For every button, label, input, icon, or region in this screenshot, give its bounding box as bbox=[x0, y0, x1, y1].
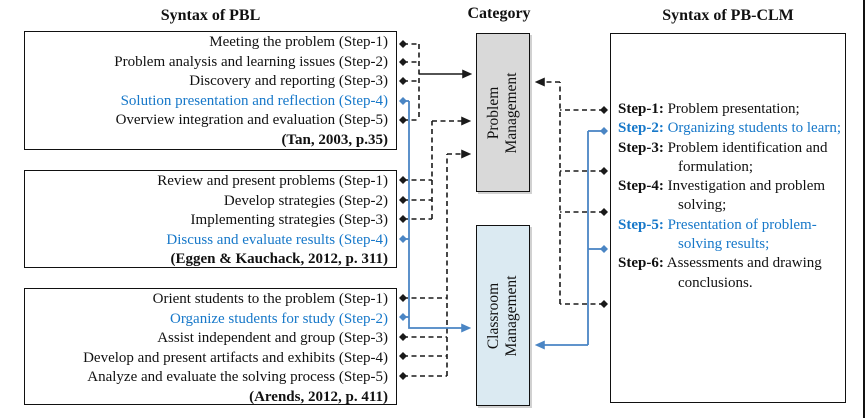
pbclm-step-3: Step-3: Problem identification and formu… bbox=[618, 139, 846, 178]
pbl-eggen-step4-highlight: Discuss and evaluate results (Step-4) bbox=[166, 231, 388, 248]
black-pbclm-to-problem-management bbox=[534, 77, 608, 308]
pbl-arends-step2-highlight: Organize students for study (Step-2) bbox=[169, 310, 388, 327]
pbclm-step-3-label: Step-3: bbox=[618, 139, 664, 156]
pbl-tan-step4-highlight: Solution presentation and reflection (St… bbox=[120, 92, 388, 109]
pbl-arends-step4: Develop and present artifacts and exhibi… bbox=[83, 349, 388, 366]
pbl-tan-step5: Overview integration and evaluation (Ste… bbox=[115, 112, 388, 128]
blue-pbl-to-classroom-management bbox=[399, 97, 472, 333]
header-syntax-of-pbl: Syntax of PBL bbox=[160, 7, 261, 24]
bracket-arends-to-problem-management bbox=[399, 149, 472, 380]
pbclm-step-2-text: Organizing students to learn; bbox=[667, 120, 842, 137]
pbl-eggen-step1: Review and present problems (Step-1) bbox=[157, 173, 388, 189]
pbclm-step-1-text: Problem presentation; bbox=[667, 101, 800, 117]
citation-tan: (Tan, 2003, p.35) bbox=[281, 131, 388, 148]
category-box-classroom-management: Classroom Management bbox=[476, 225, 530, 406]
pbl-box-arends: Orient students to the problem (Step-1) … bbox=[24, 288, 397, 405]
pbclm-step-3-text: Problem identification and formulation; bbox=[667, 139, 828, 175]
category-box-problem-management: Problem Management bbox=[476, 33, 530, 192]
pbl-arends-step5: Analyze and evaluate the solving process… bbox=[87, 369, 388, 385]
pbl-tan-step2: Problem analysis and learning issues (St… bbox=[114, 53, 388, 70]
problem-management-label-line2: Management bbox=[503, 72, 520, 153]
pbclm-steps-list: Step-1: Problem presentation; Step-2: Or… bbox=[618, 100, 846, 293]
pbclm-step-1: Step-1: Problem presentation; bbox=[618, 100, 846, 119]
pbclm-step-5-text: Presentation of problem-solving results; bbox=[667, 216, 817, 253]
pbclm-step-5-highlight: Step-5: Presentation of problem-solving … bbox=[618, 216, 846, 255]
pbclm-step-4: Step-4: Investigation and problem solvin… bbox=[618, 177, 846, 216]
pbl-eggen-step3: Implementing strategies (Step-3) bbox=[190, 212, 388, 228]
header-syntax-of-pbclm: Syntax of PB-CLM bbox=[662, 7, 794, 24]
pbclm-box bbox=[610, 33, 846, 403]
pbclm-step-1-label: Step-1: bbox=[618, 101, 664, 117]
pbclm-step-4-text: Investigation and problem solving; bbox=[667, 178, 826, 214]
page-edge-line bbox=[863, 0, 865, 418]
pbl-arends-step3: Assist independent and group (Step-3) bbox=[157, 330, 388, 346]
classroom-management-label-line2: Management bbox=[503, 275, 520, 356]
citation-eggen: (Eggen & Kauchack, 2012, p. 311) bbox=[170, 251, 388, 267]
pbclm-step-6-label: Step-6: bbox=[618, 255, 664, 272]
citation-arends: (Arends, 2012, p. 411) bbox=[249, 388, 388, 405]
pbclm-step-4-label: Step-4: bbox=[618, 178, 664, 195]
pbclm-step-6-text: Assessments and drawing conclusions. bbox=[666, 255, 822, 291]
pbclm-step-6: Step-6: Assessments and drawing conclusi… bbox=[618, 254, 846, 293]
pbclm-step-5-label: Step-5: bbox=[618, 216, 664, 233]
header-category: Category bbox=[467, 5, 531, 22]
classroom-management-label-line1: Classroom bbox=[485, 282, 502, 349]
pbclm-step-2-label: Step-2: bbox=[618, 120, 664, 137]
pbl-eggen-step2: Develop strategies (Step-2) bbox=[223, 192, 388, 209]
problem-management-label-line1: Problem bbox=[485, 86, 502, 139]
pbl-box-eggen: Review and present problems (Step-1) Dev… bbox=[24, 170, 397, 268]
bracket-tan-to-problem-management bbox=[399, 40, 473, 124]
pbl-box-tan: Meeting the problem (Step-1) Problem ana… bbox=[24, 31, 397, 150]
pbl-arends-step1: Orient students to the problem (Step-1) bbox=[152, 291, 388, 307]
pbl-tan-step1: Meeting the problem (Step-1) bbox=[209, 34, 388, 50]
pbl-tan-step3: Discovery and reporting (Step-3) bbox=[189, 73, 388, 89]
blue-pbclm-to-classroom-management bbox=[534, 127, 608, 350]
bracket-eggen-to-problem-management bbox=[399, 116, 472, 223]
pbclm-step-2-highlight: Step-2: Organizing students to learn; bbox=[618, 119, 846, 138]
